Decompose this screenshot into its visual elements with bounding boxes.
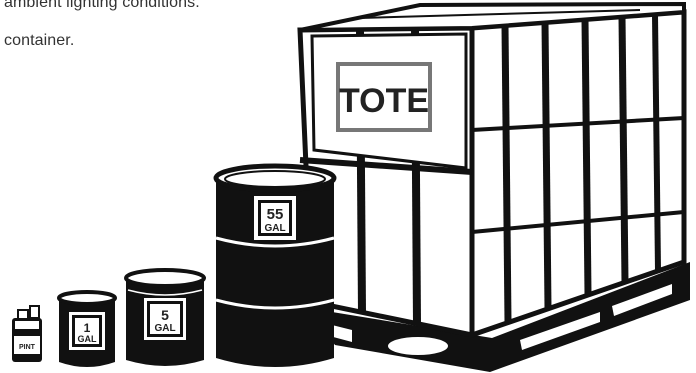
one-gallon-label-number: 1 [84, 321, 91, 335]
drum-label-unit: GAL [264, 223, 285, 234]
pint-label: PINT [19, 344, 36, 351]
drum-label-number: 55 [267, 206, 284, 223]
tote-container-icon: TOTE [300, 4, 690, 372]
five-gallon-pail-icon: 5 GAL [126, 270, 204, 366]
five-gallon-label-unit: GAL [154, 323, 175, 334]
one-gallon-can-icon: 1 GAL [59, 292, 115, 367]
tote-label: TOTE [339, 82, 429, 120]
fifty-five-gallon-drum-icon: 55 GAL [216, 166, 334, 367]
five-gallon-label-number: 5 [161, 307, 169, 323]
pint-bottle-icon: PINT [12, 306, 42, 362]
one-gallon-label-unit: GAL [78, 334, 98, 344]
